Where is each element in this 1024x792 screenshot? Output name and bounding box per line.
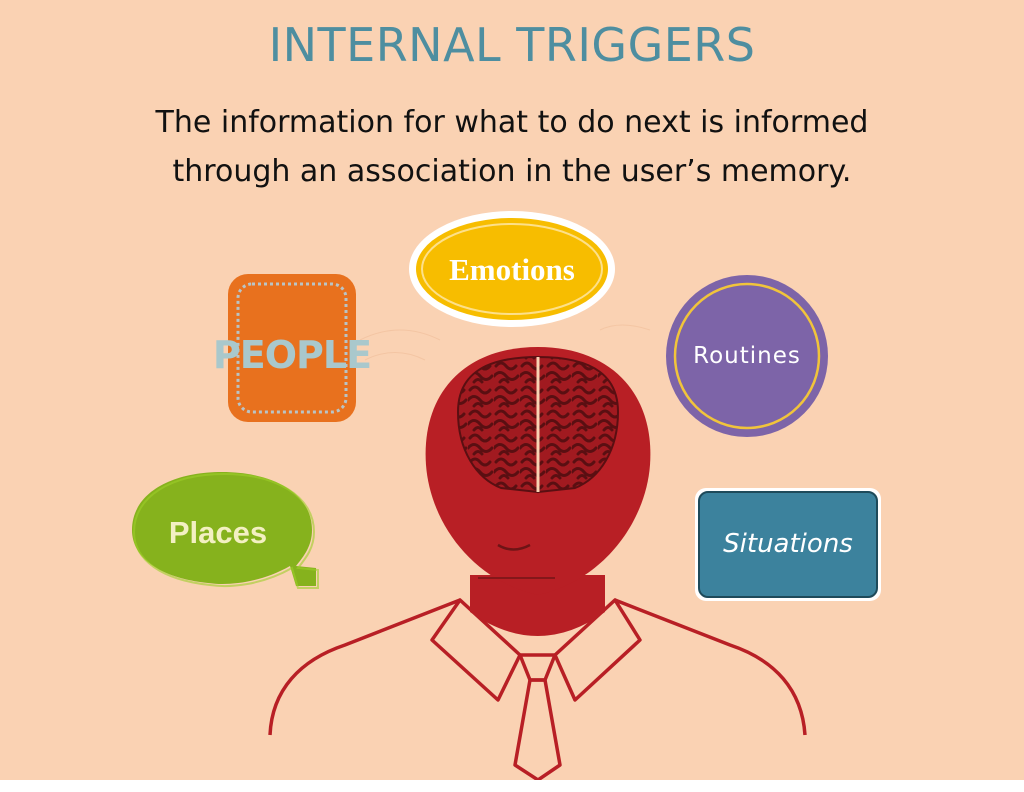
people-trigger: PEOPLE <box>213 274 372 422</box>
brain-icon <box>456 355 620 494</box>
people-label: PEOPLE <box>213 333 371 377</box>
emotions-trigger: Emotions <box>409 211 615 327</box>
subtitle-line-1: The information for what to do next is i… <box>155 105 869 140</box>
slide-title: INTERNAL TRIGGERS <box>268 18 756 72</box>
routines-trigger: Routines <box>666 275 828 437</box>
emotions-label: Emotions <box>449 252 575 287</box>
situations-trigger: Situations <box>695 488 881 601</box>
slide-subtitle: The information for what to do next is i… <box>100 98 924 196</box>
places-trigger: Places <box>132 472 319 589</box>
places-label: Places <box>169 515 267 550</box>
sketch-lines <box>359 324 651 361</box>
subtitle-line-2: through an association in the user’s mem… <box>172 154 852 189</box>
routines-label: Routines <box>693 343 801 369</box>
situations-label: Situations <box>723 529 853 559</box>
